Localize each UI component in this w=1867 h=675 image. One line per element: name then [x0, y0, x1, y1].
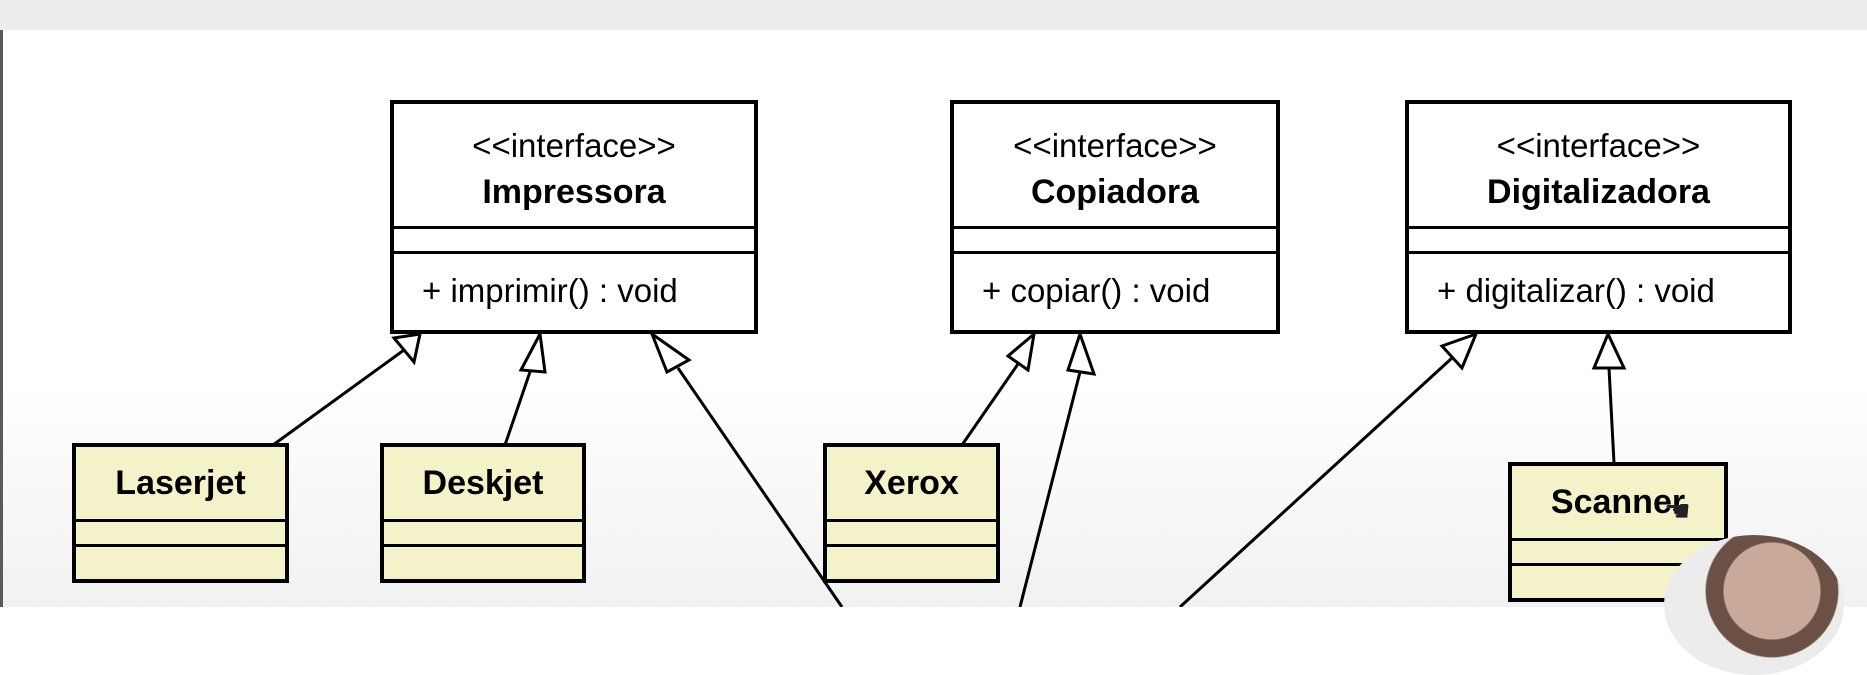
attributes-compartment — [1409, 226, 1788, 251]
attributes-compartment — [76, 519, 285, 544]
edge-offscreen-digitalizadora — [1178, 356, 1454, 607]
attributes-compartment — [1512, 538, 1724, 563]
attributes-compartment — [827, 519, 996, 544]
edge-laserjet-impressora-arrowhead — [391, 332, 422, 366]
edge-offscreen-digitalizadora-arrowhead — [1439, 331, 1479, 371]
edge-offscreen-copiadora-arrowhead — [1066, 329, 1097, 376]
interface-name: Impressora — [482, 173, 666, 211]
stereotype-label: <<interface>> — [1013, 127, 1217, 164]
class-deskjet[interactable]: Deskjet — [380, 443, 586, 583]
edge-laserjet-impressora — [272, 348, 405, 447]
class-name: Laserjet — [115, 464, 246, 502]
interface-name: Copiadora — [1030, 173, 1200, 211]
class-name: Scanner — [1550, 483, 1686, 521]
edge-deskjet-impressora-arrowhead — [518, 329, 547, 374]
stereotype-label: <<interface>> — [1496, 127, 1701, 164]
edge-xerox-copiadora-arrowhead — [1005, 330, 1037, 373]
edge-offscreen-copiadora — [1018, 371, 1082, 607]
class-name: Xerox — [864, 464, 959, 502]
interface-copiadora-header: <<interface>> Copiadora — [954, 104, 1276, 226]
stereotype-label: <<interface>> — [472, 127, 676, 164]
interface-name: Digitalizadora — [1487, 173, 1710, 211]
realization-edges — [272, 329, 1627, 607]
operation-label: + copiar() : void — [954, 251, 1276, 310]
interface-copiadora[interactable]: <<interface>> Copiadora + copiar() : voi… — [950, 100, 1280, 334]
webcam-presenter-icon — [1664, 535, 1844, 675]
attributes-compartment — [954, 226, 1276, 251]
edge-deskjet-impressora — [503, 365, 534, 446]
edge-xerox-copiadora — [960, 363, 1020, 446]
interface-impressora[interactable]: <<interface>> Impressora + imprimir() : … — [390, 100, 758, 334]
interface-digitalizadora[interactable]: <<interface>> Digitalizadora + digitaliz… — [1405, 100, 1792, 334]
operation-label: + imprimir() : void — [394, 251, 754, 310]
operation-label: + digitalizar() : void — [1409, 251, 1788, 310]
class-laserjet[interactable]: Laserjet — [72, 443, 289, 583]
edge-offscreen-impressora-arrowhead — [648, 329, 692, 375]
window-top-bar — [0, 0, 1867, 30]
interface-impressora-header: <<interface>> Impressora — [394, 104, 754, 226]
attributes-compartment — [394, 226, 754, 251]
edge-scanner-digitalizadora-arrowhead — [1591, 330, 1627, 370]
operations-compartment — [384, 544, 582, 547]
operations-compartment — [827, 544, 996, 547]
hand-pointer-icon: ☚ — [1664, 495, 1691, 528]
attributes-compartment — [384, 519, 582, 544]
window-left-edge — [0, 30, 3, 607]
operations-compartment — [76, 544, 285, 547]
edge-offscreen-impressora — [676, 367, 844, 607]
class-xerox[interactable]: Xerox — [823, 443, 1000, 583]
edge-scanner-digitalizadora — [1607, 367, 1616, 464]
class-name: Deskjet — [422, 464, 544, 502]
interface-digitalizadora-header: <<interface>> Digitalizadora — [1409, 104, 1788, 226]
operations-compartment — [1512, 563, 1724, 566]
